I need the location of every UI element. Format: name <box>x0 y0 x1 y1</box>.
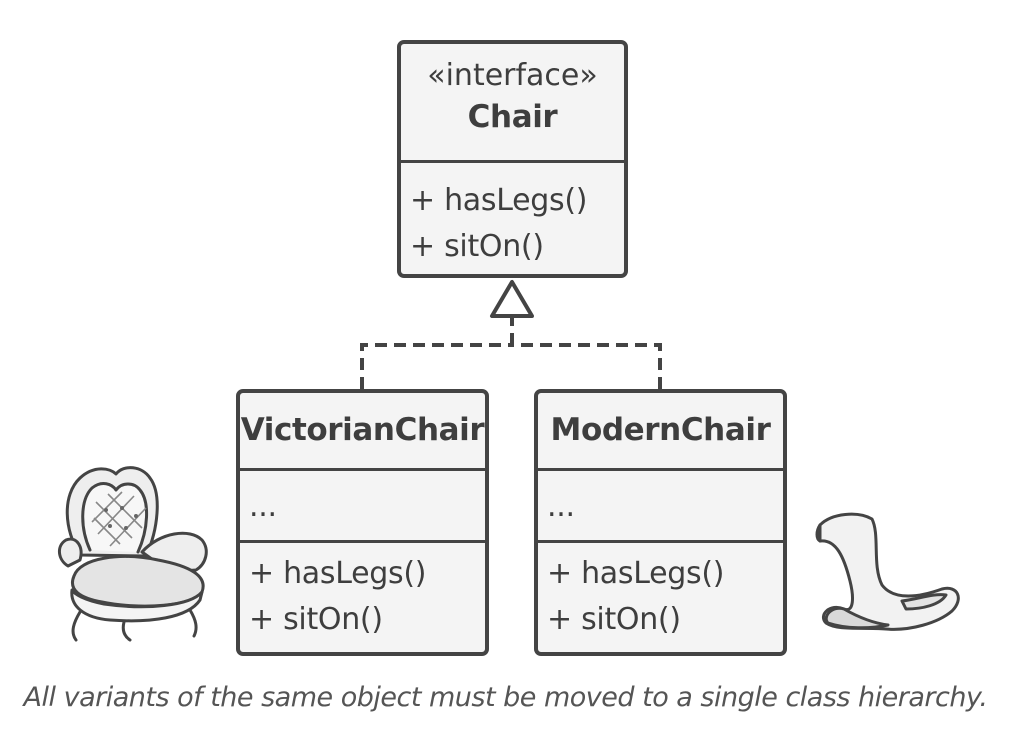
operations-section: + hasLegs() + sitOn() <box>240 540 485 643</box>
class-modern-chair: ModernChair ... + hasLegs() + sitOn() <box>534 389 787 656</box>
operation-item: + sitOn() <box>547 602 681 637</box>
attributes-placeholder: ... <box>249 489 277 524</box>
class-header: «interface» Chair <box>401 44 624 160</box>
realization-arrowhead <box>490 280 534 318</box>
modern-chair-icon <box>815 512 960 631</box>
class-name: Chair <box>467 99 558 135</box>
operation-item: + hasLegs() <box>547 556 725 591</box>
attributes-placeholder: ... <box>547 489 575 524</box>
class-header: ModernChair <box>538 393 783 468</box>
stereotype-label: «interface» <box>427 58 598 93</box>
operation-item: + sitOn() <box>249 602 383 637</box>
class-name: VictorianChair <box>240 412 485 448</box>
operation-item: + sitOn() <box>410 229 544 264</box>
class-header: VictorianChair <box>240 393 485 468</box>
operation-item: + hasLegs() <box>410 183 588 218</box>
dashed-line-to-victorian <box>360 343 512 389</box>
dashed-line-to-modern <box>512 343 662 389</box>
operation-item: + hasLegs() <box>249 556 427 591</box>
class-chair-interface: «interface» Chair + hasLegs() + sitOn() <box>397 40 628 278</box>
attributes-section: ... <box>538 468 783 540</box>
victorian-armchair-icon <box>58 466 208 642</box>
attributes-section: ... <box>240 468 485 540</box>
operations-section: + hasLegs() + sitOn() <box>538 540 783 643</box>
class-victorian-chair: VictorianChair ... + hasLegs() + sitOn() <box>236 389 489 656</box>
diagram-caption: All variants of the same object must be … <box>23 682 988 713</box>
operations-section: + hasLegs() + sitOn() <box>401 160 624 270</box>
class-name: ModernChair <box>550 412 771 448</box>
